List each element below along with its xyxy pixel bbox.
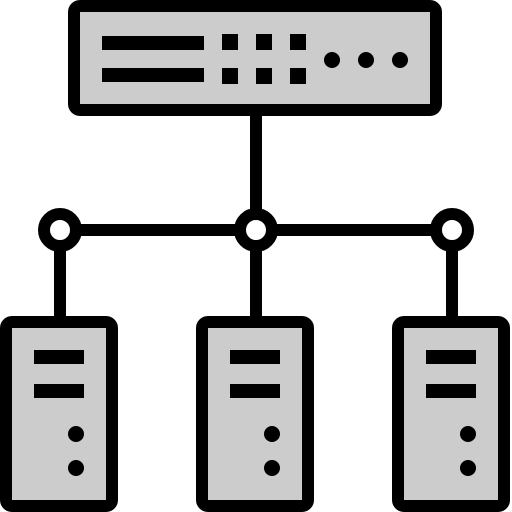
- server-led-2: [460, 460, 476, 476]
- switch-port-4: [222, 68, 238, 84]
- server-drive-bay-2: [426, 384, 476, 398]
- switch-led-3: [392, 52, 408, 68]
- server-body: [392, 316, 510, 512]
- network-switch: [68, 0, 442, 116]
- node-left: [38, 208, 82, 252]
- server-led-2: [68, 460, 84, 476]
- switch-led-1: [324, 52, 340, 68]
- switch-port-5: [256, 68, 272, 84]
- switch-port-6: [290, 68, 306, 84]
- switch-slot-2: [102, 68, 204, 82]
- junction-nodes: [38, 208, 474, 252]
- server-led-1: [460, 426, 476, 442]
- switch-body: [68, 0, 442, 116]
- server-tower-left: [0, 316, 118, 512]
- server-drive-bay-1: [34, 350, 84, 364]
- server-body: [196, 316, 314, 512]
- server-tower-right: [392, 316, 510, 512]
- switch-port-1: [222, 34, 238, 50]
- server-led-1: [68, 426, 84, 442]
- server-led-2: [264, 460, 280, 476]
- server-tower-center: [196, 316, 314, 512]
- switch-slot-1: [102, 36, 204, 50]
- server-body: [0, 316, 118, 512]
- server-drive-bay-1: [230, 350, 280, 364]
- switch-led-2: [358, 52, 374, 68]
- node-center: [234, 208, 278, 252]
- server-led-1: [264, 426, 280, 442]
- server-drive-bay-1: [426, 350, 476, 364]
- server-drive-bay-2: [34, 384, 84, 398]
- switch-port-3: [290, 34, 306, 50]
- switch-port-2: [256, 34, 272, 50]
- node-right: [430, 208, 474, 252]
- server-drive-bay-2: [230, 384, 280, 398]
